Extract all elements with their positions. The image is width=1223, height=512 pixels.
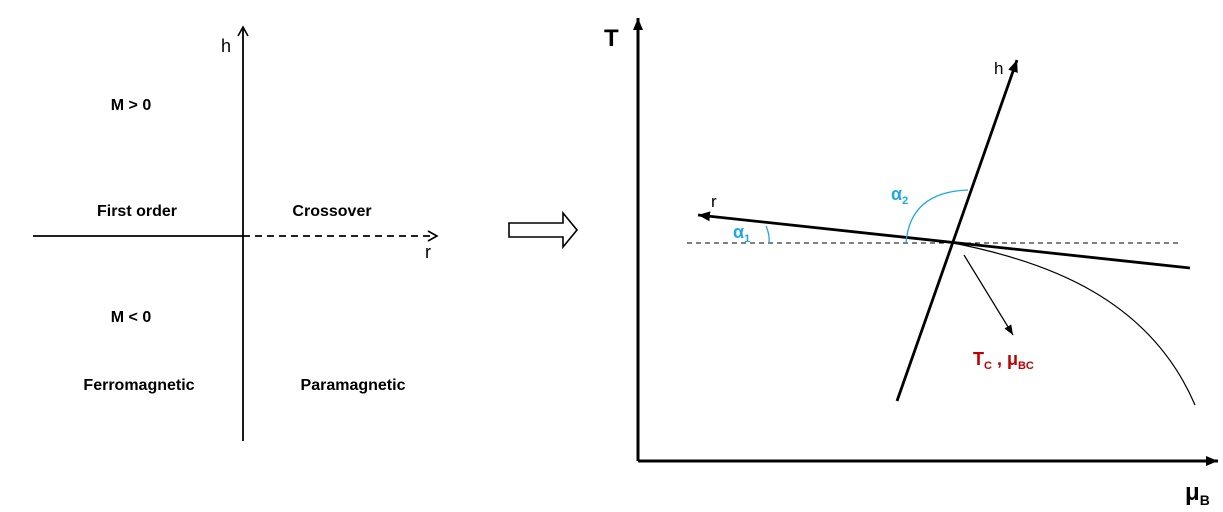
region-m-positive: M > 0: [111, 97, 152, 114]
region-paramagnetic: Paramagnetic: [301, 377, 406, 394]
region-m-negative: M < 0: [111, 309, 152, 326]
alpha2-subscript: 2: [902, 195, 908, 207]
alpha2-symbol: α: [891, 184, 902, 204]
h-axis-tilted: [895, 59, 1019, 402]
critical-separator: ,: [992, 349, 1007, 369]
region-first-order: First order: [97, 203, 177, 220]
mu-b-subscript: B: [1200, 492, 1210, 508]
critical-mu-symbol: μ: [1007, 349, 1018, 369]
mu-b-symbol: μ: [1185, 479, 1200, 506]
left-r-axis-label: r: [425, 242, 431, 262]
alpha1-subscript: 1: [744, 233, 750, 245]
critical-point-label: TC , μBC: [973, 349, 1034, 372]
alpha1-label: α1: [733, 222, 750, 245]
alpha1-arc: [765, 225, 770, 244]
mapping-arrow-icon: [508, 210, 579, 250]
phase-boundary-curve: [952, 242, 1196, 406]
critical-point-pointer: [963, 254, 1014, 336]
critical-t-symbol: T: [973, 349, 984, 369]
left-h-axis-label: h: [221, 36, 231, 56]
region-ferromagnetic: Ferromagnetic: [83, 377, 194, 394]
r-axis-tilted: [697, 211, 1191, 270]
t-axis-label: T: [604, 25, 619, 52]
h-axis-tilted-label: h: [994, 59, 1003, 78]
alpha2-arc: [905, 189, 969, 244]
r-axis-tilted-label: r: [711, 192, 717, 211]
alpha2-label: α2: [891, 184, 908, 207]
mu-b-axis-label: μB: [1185, 479, 1210, 508]
right-panel: T μB r h α1 α2 TC , μBC: [604, 18, 1218, 508]
critical-t-subscript: C: [984, 360, 992, 372]
left-panel: h r M > 0 First order Crossover M < 0 Fe…: [33, 25, 439, 441]
critical-mu-subscript: BC: [1018, 360, 1034, 372]
region-crossover: Crossover: [292, 203, 371, 220]
alpha1-symbol: α: [733, 222, 744, 242]
